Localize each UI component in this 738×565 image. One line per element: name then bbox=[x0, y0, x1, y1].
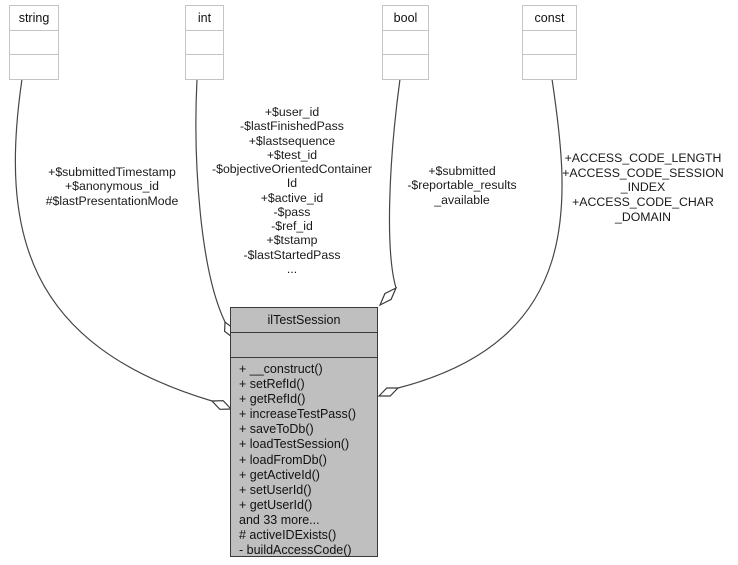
node-int: int bbox=[185, 5, 224, 80]
method-line: + getActiveId() bbox=[239, 467, 320, 482]
member-line: +$submitted bbox=[428, 164, 496, 178]
member-line: Id bbox=[286, 176, 298, 191]
node-bool: bool bbox=[382, 5, 429, 80]
node-bool-title: bool bbox=[383, 6, 428, 31]
member-line: +ACCESS_CODE_SESSION bbox=[562, 165, 724, 180]
method-line: + setUserId() bbox=[239, 482, 312, 497]
method-line: + setRefId() bbox=[239, 377, 305, 392]
node-iltestsession-method-list: + __construct()+ setRefId()+ getRefId()+… bbox=[231, 358, 377, 558]
member-line: -$lastStartedPass bbox=[243, 247, 341, 262]
aggregation-diamond-string bbox=[210, 400, 233, 410]
method-line: and 33 more... bbox=[239, 512, 320, 527]
edge-string-iltestsession bbox=[14, 78, 213, 402]
method-line: + getUserId() bbox=[239, 497, 313, 512]
node-string: string bbox=[9, 5, 59, 80]
node-int-attrs-compartment bbox=[186, 31, 223, 55]
member-line: -$reportable_results bbox=[407, 178, 517, 193]
node-string-methods-compartment bbox=[10, 55, 58, 78]
method-line: + loadTestSession() bbox=[239, 437, 350, 452]
node-string-attrs-compartment bbox=[10, 31, 58, 55]
member-line: +$test_id bbox=[266, 147, 318, 162]
member-line: #$lastPresentationMode bbox=[45, 193, 179, 208]
method-line: # activeIDExists() bbox=[239, 528, 337, 543]
node-const-methods-compartment bbox=[523, 55, 576, 78]
node-iltestsession: ilTestSession + __construct()+ setRefId(… bbox=[230, 307, 378, 557]
member-line: +$active_id bbox=[260, 190, 324, 205]
node-const: const bbox=[522, 5, 577, 80]
method-line: + saveToDb() bbox=[239, 422, 314, 437]
node-bool-attrs-compartment bbox=[383, 31, 428, 55]
member-line: +$anonymous_id bbox=[64, 179, 159, 194]
node-iltestsession-attrs-compartment bbox=[231, 333, 377, 358]
member-line: -$ref_id bbox=[271, 219, 313, 233]
member-line: +$lastsequence bbox=[248, 133, 336, 148]
member-line: +ACCESS_CODE_LENGTH bbox=[564, 151, 722, 165]
node-iltestsession-title: ilTestSession bbox=[231, 308, 377, 333]
method-line: - buildAccessCode() bbox=[239, 543, 352, 558]
member-line: +ACCESS_CODE_CHAR bbox=[572, 195, 714, 210]
method-line: + getRefId() bbox=[239, 392, 306, 407]
member-line: -$pass bbox=[273, 204, 311, 219]
member-line: _INDEX bbox=[620, 180, 666, 195]
node-string-title: string bbox=[10, 6, 58, 31]
edge-label-bool-members: +$submitted-$reportable_results_availabl… bbox=[398, 164, 526, 207]
member-line: +$user_id bbox=[264, 105, 320, 119]
member-line: +$tstamp bbox=[266, 233, 318, 248]
node-int-title: int bbox=[186, 6, 223, 31]
aggregation-diamond-bool bbox=[378, 286, 398, 307]
edge-const-iltestsession bbox=[397, 78, 563, 389]
edge-label-string-members: +$submittedTimestamp+$anonymous_id#$last… bbox=[32, 165, 192, 208]
member-line: _available bbox=[434, 192, 490, 207]
member-line: -$lastFinishedPass bbox=[240, 119, 344, 134]
member-line: +$submittedTimestamp bbox=[48, 165, 176, 179]
node-const-attrs-compartment bbox=[523, 31, 576, 55]
method-line: + __construct() bbox=[239, 362, 323, 376]
member-line: _DOMAIN bbox=[614, 209, 672, 224]
method-line: + loadFromDb() bbox=[239, 452, 327, 467]
node-const-title: const bbox=[523, 6, 576, 31]
aggregation-diamond-const bbox=[377, 387, 400, 397]
member-line: ... bbox=[286, 261, 298, 276]
member-line: -$objectiveOrientedContainer bbox=[212, 162, 372, 176]
node-bool-methods-compartment bbox=[383, 55, 428, 78]
node-int-methods-compartment bbox=[186, 55, 223, 78]
method-line: + increaseTestPass() bbox=[239, 407, 357, 422]
edge-label-int-members: +$user_id-$lastFinishedPass+$lastsequenc… bbox=[203, 105, 381, 276]
edge-label-const-members: +ACCESS_CODE_LENGTH+ACCESS_CODE_SESSION_… bbox=[552, 151, 734, 225]
